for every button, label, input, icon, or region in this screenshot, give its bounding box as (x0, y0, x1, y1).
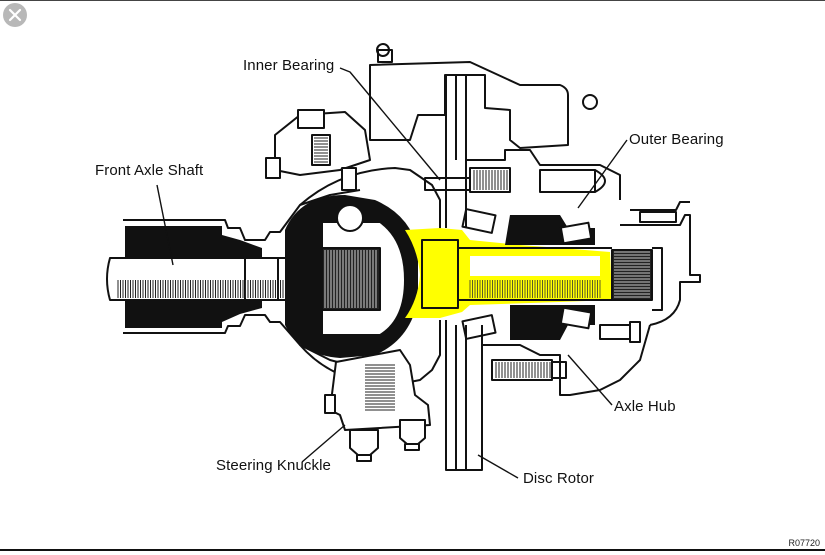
leader-outer-bearing (577, 139, 628, 209)
leader-disc-rotor (477, 454, 519, 479)
disc-rotor (445, 75, 483, 471)
steering-knuckle-arm (324, 349, 431, 462)
leader-inner-bearing (339, 67, 441, 181)
leader-lines (156, 67, 628, 479)
leader-front-axle-shaft (156, 184, 174, 266)
axle-hub (424, 149, 651, 396)
axle-end (611, 201, 701, 326)
close-button[interactable] (3, 3, 27, 27)
label-inner-bearing: Inner Bearing (243, 57, 335, 74)
inner-bearing (461, 208, 497, 340)
label-disc-rotor: Disc Rotor (523, 470, 595, 487)
brake-caliper (369, 43, 598, 149)
label-axle-hub: Axle Hub (614, 398, 676, 415)
front-axle-shaft (106, 257, 321, 301)
knuckle-housing (285, 167, 441, 386)
top-border (0, 0, 825, 1)
close-x-icon (8, 8, 22, 22)
leader-axle-hub (567, 354, 613, 406)
label-steering-knuckle: Steering Knuckle (216, 457, 332, 474)
upper-kingpin-cap (265, 109, 371, 191)
outer-bearing (559, 221, 593, 330)
label-outer-bearing: Outer Bearing (629, 131, 724, 148)
leader-steering-knuckle (301, 424, 346, 463)
highlighted-stub-axle (405, 228, 612, 318)
figure-code: R07720 (788, 538, 820, 548)
label-front-axle-shaft: Front Axle Shaft (95, 162, 204, 179)
bottom-border (0, 549, 825, 551)
